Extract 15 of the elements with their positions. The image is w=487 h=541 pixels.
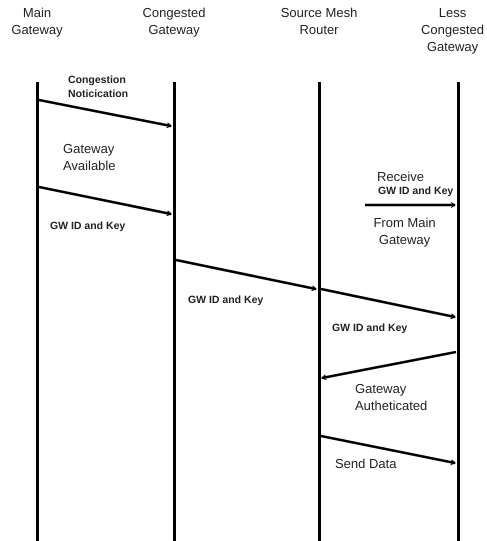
participant-label: Congested Gateway — [142, 4, 206, 39]
arrow — [320, 288, 456, 320]
edge-label: GW ID and Key — [50, 219, 126, 233]
participant-label: Less Congested Gateway — [420, 4, 485, 56]
arrow — [365, 202, 456, 208]
edge-label: GW ID and Key — [332, 321, 408, 335]
arrow — [320, 434, 456, 466]
arrow — [38, 186, 172, 216]
arrow — [322, 350, 456, 380]
arrow — [176, 258, 316, 292]
participant-label: Source Mesh Router — [280, 4, 358, 39]
edge-label: GW ID and Key — [188, 293, 264, 307]
participant-label: Main Gateway — [10, 4, 64, 39]
edge-label: GW ID and Key — [378, 184, 454, 198]
arrow — [38, 98, 172, 128]
